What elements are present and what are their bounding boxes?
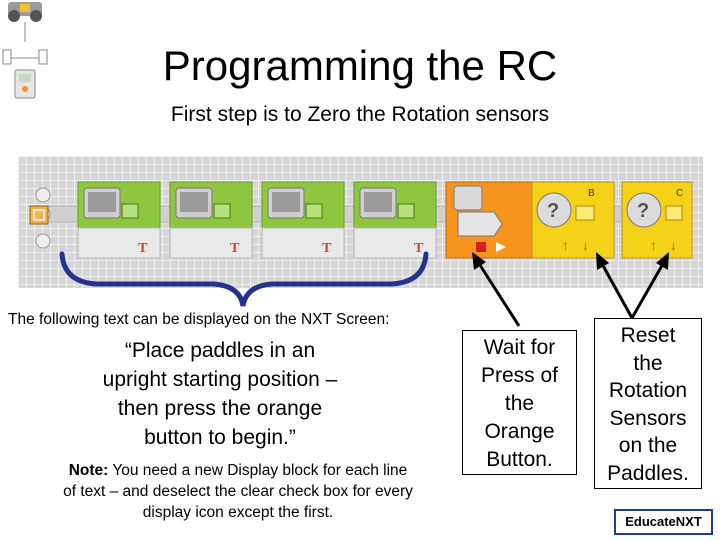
- callout-line: on the: [618, 434, 678, 457]
- text-icon: T: [414, 241, 424, 256]
- note-label: Note:: [68, 462, 109, 479]
- wait-callout: Wait for Press of the Orange Button.: [462, 330, 577, 475]
- reset-motor-b-block[interactable]: ? B ↑ ↓: [531, 181, 615, 259]
- beam-start-circle: [35, 233, 51, 249]
- beam-start-circle: [35, 187, 51, 203]
- reset-motor-c-block[interactable]: ? C ↑ ↓: [621, 181, 693, 259]
- reset-callout: Reset the Rotation Sensors on the Paddle…: [594, 318, 702, 489]
- up-arrow-icon: ↑: [562, 237, 569, 253]
- up-arrow-icon: ↑: [650, 237, 657, 253]
- callout-line: Rotation: [608, 379, 688, 402]
- nxt-robot-thumbnail: [2, 2, 48, 99]
- page-title: Programming the RC: [162, 42, 558, 89]
- callout-line: Wait for: [483, 336, 556, 359]
- badge-prefix: Educate: [625, 514, 676, 529]
- text-icon: T: [230, 241, 240, 256]
- rotation-reset-icon: [626, 192, 662, 228]
- callout-line: the: [633, 351, 663, 375]
- svg-text:B: B: [588, 188, 595, 199]
- callout-line: Button.: [486, 448, 553, 471]
- callout-line: Paddles.: [607, 461, 689, 485]
- display-block[interactable]: T: [353, 181, 437, 259]
- note-line: You need a new Display block for each li…: [108, 462, 408, 479]
- svg-text:?: ?: [547, 200, 559, 222]
- quote-line: upright starting position –: [102, 368, 338, 391]
- display-block[interactable]: T: [77, 181, 161, 259]
- callout-line: the: [504, 392, 535, 415]
- quote-line: “Place paddles in an: [124, 339, 316, 362]
- callout-line: Press of: [480, 364, 559, 387]
- program-sequence: T T T T: [29, 181, 693, 259]
- down-arrow-icon: ↓: [670, 237, 677, 253]
- callout-line: Orange: [484, 420, 555, 443]
- badge-suffix: NXT: [675, 514, 702, 529]
- note-text: Note: You need a new Display block for e…: [28, 460, 448, 523]
- callout-line: Reset: [620, 324, 676, 347]
- screen-quote: “Place paddles in an upright starting po…: [60, 336, 380, 452]
- quote-line: button to begin.”: [144, 426, 296, 449]
- display-block[interactable]: T: [169, 181, 253, 259]
- nxt-program-canvas[interactable]: T T T T: [18, 156, 703, 288]
- callout-line: Sensors: [609, 406, 687, 430]
- orange-button-icon: [476, 242, 486, 252]
- note-line: of text – and deselect the clear check b…: [63, 483, 413, 500]
- program-start-icon: [29, 205, 49, 225]
- svg-text:C: C: [676, 188, 683, 199]
- text-icon: T: [138, 241, 148, 256]
- note-line: display icon except the first.: [142, 504, 334, 521]
- nxt-screen-caption: The following text can be displayed on t…: [8, 311, 390, 328]
- display-block[interactable]: T: [261, 181, 345, 259]
- svg-text:?: ?: [637, 200, 649, 222]
- down-arrow-icon: ↓: [582, 237, 589, 253]
- quote-line: then press the orange: [117, 397, 323, 420]
- educatenxt-badge: EducateNXT: [614, 509, 713, 535]
- rotation-reset-icon: [536, 192, 572, 228]
- subtitle: First step is to Zero the Rotation senso…: [170, 103, 550, 126]
- wait-nxt-button-block[interactable]: [445, 181, 537, 259]
- text-icon: T: [322, 241, 332, 256]
